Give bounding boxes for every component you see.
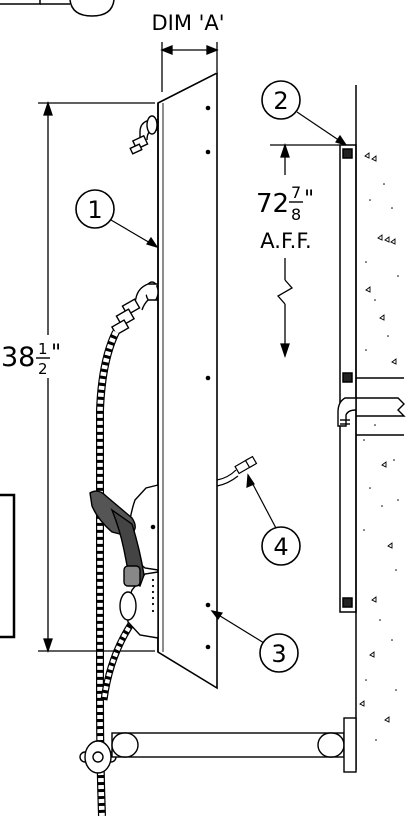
dim-a-label: DIM 'A' bbox=[151, 11, 224, 35]
overall-height-dimension bbox=[38, 100, 155, 654]
concrete-hatch bbox=[359, 152, 397, 723]
mount-height-label: 72 7 8 " A.F.F. bbox=[256, 183, 314, 253]
svg-text:3: 3 bbox=[271, 640, 286, 668]
svg-text:4: 4 bbox=[273, 533, 288, 561]
panel-mounting-dots bbox=[205, 105, 211, 650]
callout-leaders bbox=[110, 111, 348, 644]
hand-shower-hose-connector bbox=[110, 281, 159, 336]
concrete-stipple bbox=[363, 183, 399, 741]
rough-in-box bbox=[339, 144, 357, 613]
shower-head-fragment bbox=[0, 0, 115, 17]
dim-a-dimension-line bbox=[160, 42, 219, 92]
svg-text:1: 1 bbox=[38, 340, 48, 358]
left-wall-frame bbox=[0, 493, 16, 639]
grab-bar bbox=[79, 717, 357, 774]
mount-height-dimension bbox=[270, 142, 346, 359]
supply-pipe bbox=[337, 377, 406, 436]
callout-4: 4 bbox=[261, 526, 301, 566]
svg-text:2: 2 bbox=[273, 87, 288, 115]
callout-3: 3 bbox=[259, 633, 299, 673]
upper-spray-nozzle bbox=[129, 115, 158, 155]
callout-1: 1 bbox=[75, 189, 115, 229]
svg-text:1: 1 bbox=[87, 196, 102, 224]
svg-text:72: 72 bbox=[256, 189, 289, 219]
svg-text:": " bbox=[304, 187, 314, 212]
hand-shower-head bbox=[89, 490, 145, 587]
callout-2: 2 bbox=[261, 80, 301, 120]
shower-panel-body bbox=[157, 71, 218, 690]
svg-text:38: 38 bbox=[1, 342, 35, 373]
svg-text:": " bbox=[51, 341, 61, 366]
svg-text:7: 7 bbox=[291, 183, 301, 202]
svg-text:A.F.F.: A.F.F. bbox=[260, 229, 311, 253]
svg-text:8: 8 bbox=[291, 205, 301, 224]
svg-text:2: 2 bbox=[38, 360, 48, 378]
overall-height-label: 38 1 2 " bbox=[1, 340, 61, 378]
tail-fitting bbox=[216, 455, 258, 487]
